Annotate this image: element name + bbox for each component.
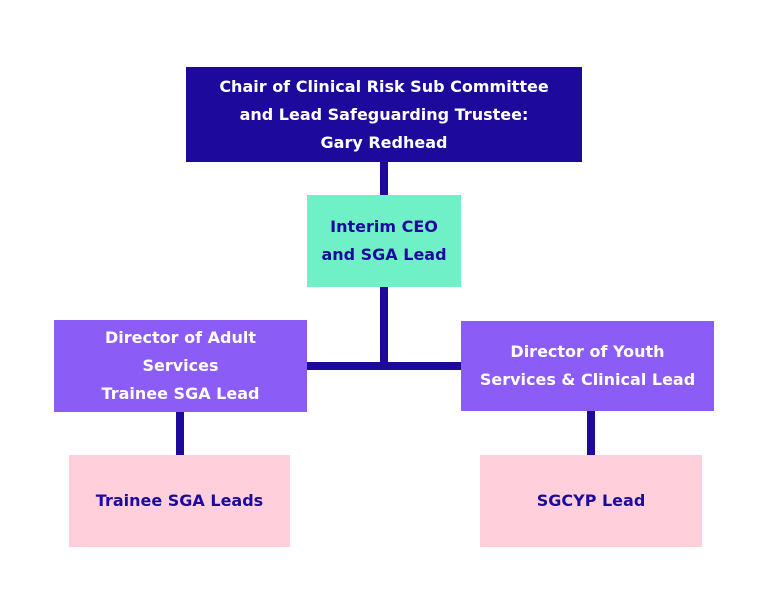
trainee-sga-leads-node: Trainee SGA Leads [69,455,290,547]
connector-chair-ceo [380,162,388,195]
ceo-node: Interim CEO and SGA Lead [307,195,461,287]
youth-services-director-label: Director of Youth Services & Clinical Le… [479,342,696,389]
connector-horizontal [307,362,461,370]
connector-adult-trainee [176,412,184,455]
sgcyp-lead-label: SGCYP Lead [536,491,646,510]
adult-services-director-node: Director of Adult Services Trainee SGA L… [54,320,307,412]
youth-services-director-node: Director of Youth Services & Clinical Le… [461,321,714,411]
adult-services-director-label: Director of Adult Services Trainee SGA L… [101,328,260,403]
chair-node: Chair of Clinical Risk Sub Committee and… [186,67,582,162]
chair-node-label: Chair of Clinical Risk Sub Committee and… [219,76,549,152]
connector-ceo-down [380,287,388,370]
trainee-sga-leads-label: Trainee SGA Leads [95,491,264,510]
connector-youth-sgcyp [587,411,595,455]
ceo-node-label: Interim CEO and SGA Lead [321,217,447,264]
sgcyp-lead-node: SGCYP Lead [480,455,702,547]
